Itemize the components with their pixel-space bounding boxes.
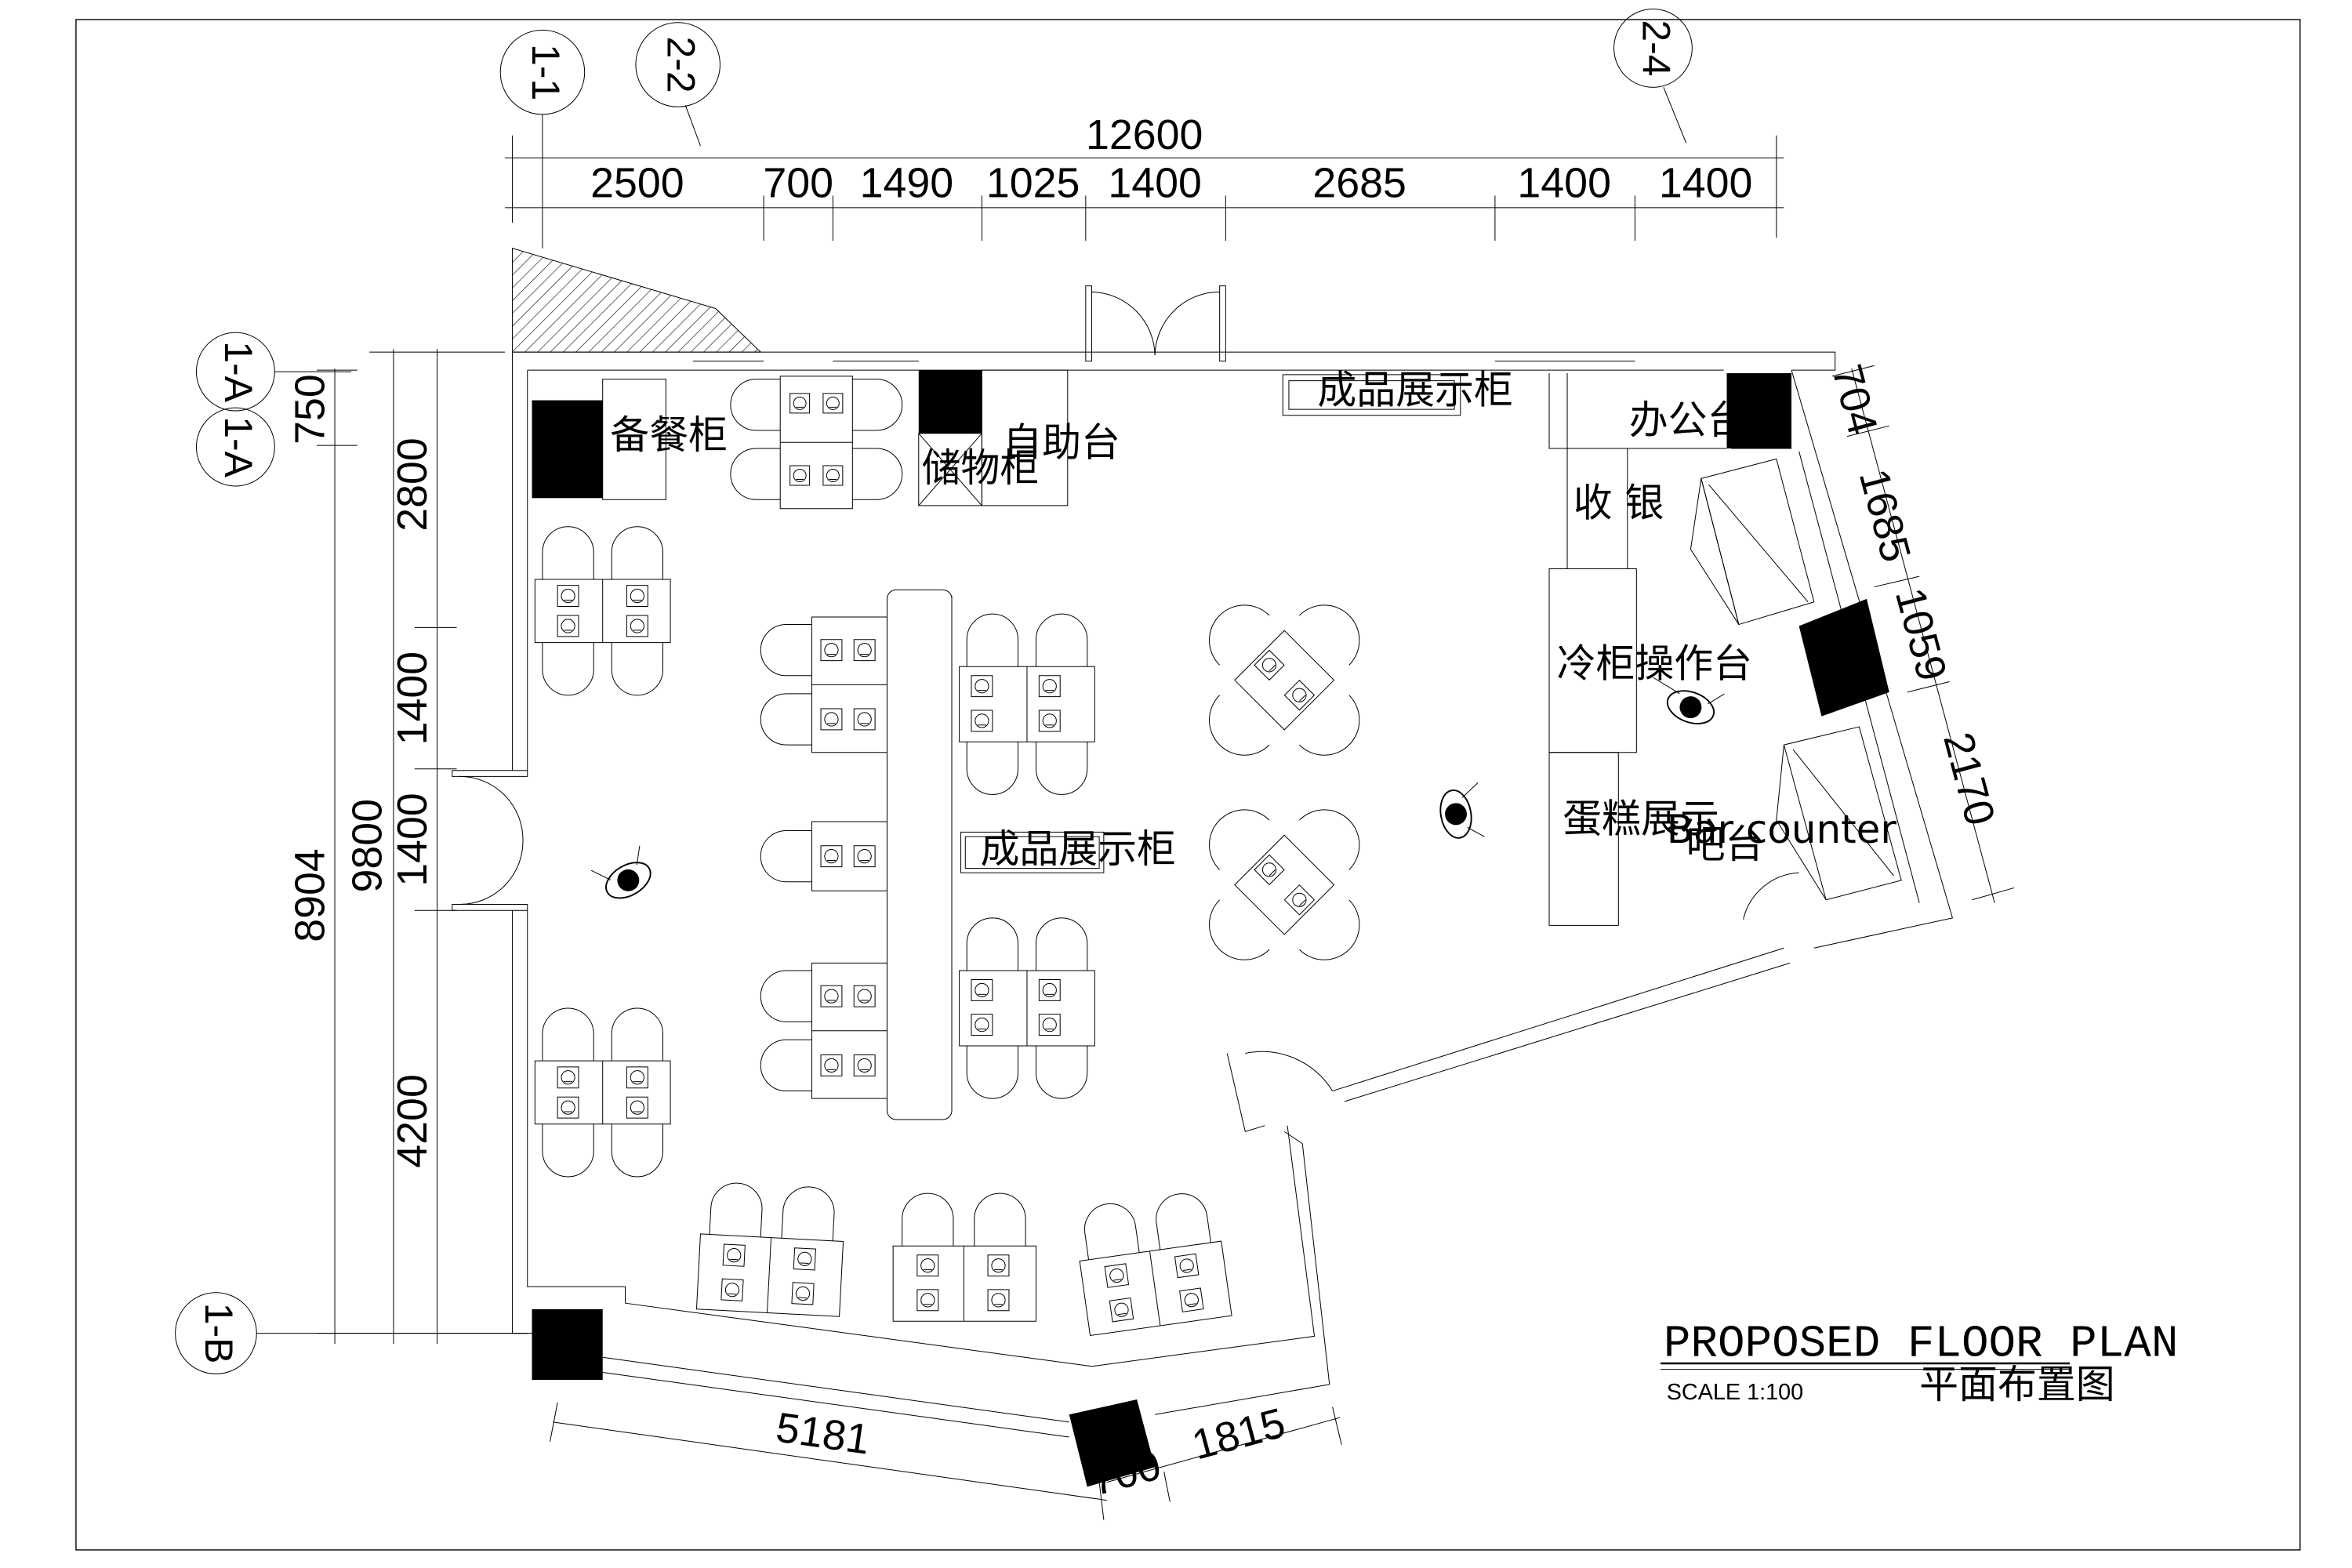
dim-left-outer: 8904 — [287, 848, 334, 942]
bottom-dimension-text: 5181 700 1815 — [773, 1399, 1290, 1505]
dim-right-seg-3: 1059 — [1886, 583, 1956, 686]
seating-layout — [535, 376, 1359, 1336]
right-dimension-lines — [1832, 365, 2014, 902]
doors — [452, 286, 1799, 1091]
top-dimension-lines — [505, 136, 1784, 241]
diamond-table-upper — [1210, 605, 1359, 755]
person-figure-bar — [1643, 670, 1725, 724]
dim-left-seg-5: 4200 — [389, 1074, 436, 1168]
dim-top-seg-4: 1025 — [986, 159, 1080, 206]
room-labels: 备餐柜 储物柜 自助台 成品展示柜 成品展示柜 办公台 收 银 冷柜操作台 蛋糕… — [610, 367, 1896, 871]
table-block-counter-right-1 — [960, 614, 1095, 794]
title-block: PROPOSED FLOOR PLAN SCALE 1:100 平面布置图 — [1661, 1319, 2178, 1407]
column-top-left — [532, 400, 603, 499]
title-cn-text: 平面布置图 — [1919, 1362, 2114, 1407]
top-dimension-text: 12600 2500 700 1490 1025 1400 2685 1400 … — [590, 111, 1752, 206]
label-display-top: 成品展示柜 — [1317, 367, 1512, 412]
grid-label-1-B: 1-B — [197, 1303, 241, 1364]
table-block-counter-left-2 — [760, 822, 887, 891]
fixtures — [603, 370, 1919, 1120]
table-block-top — [731, 376, 902, 509]
office-desk — [1549, 373, 1726, 448]
dim-left-inner: 9800 — [344, 799, 391, 893]
dim-right-seg-1: 704 — [1823, 360, 1886, 440]
dim-top-seg-6: 2685 — [1312, 159, 1406, 206]
table-block-counter-left-1 — [760, 617, 887, 753]
dim-top-seg-1: 2500 — [590, 159, 684, 206]
dim-top-seg-8: 1400 — [1659, 159, 1753, 206]
display-cabinet-center — [961, 832, 1104, 873]
dim-top-seg-2: 700 — [763, 159, 833, 206]
label-cake-display: 蛋糕展示 — [1563, 796, 1719, 841]
table-block-counter-left-3 — [760, 963, 887, 1098]
grid-label-2-4: 2-4 — [1634, 20, 1678, 76]
table-block-bottom-3 — [1073, 1189, 1232, 1336]
title-text: PROPOSED FLOOR PLAN — [1664, 1319, 2179, 1370]
prep-cabinet — [603, 379, 666, 500]
bar-display-1 — [1701, 459, 1814, 624]
dim-top-seg-5: 1400 — [1108, 159, 1202, 206]
column-storage — [918, 370, 982, 434]
column-right-mid — [1798, 598, 1889, 717]
bar-display-2 — [1784, 727, 1901, 900]
scale-text: SCALE 1:100 — [1667, 1380, 1803, 1405]
dim-left-seg-2: 2800 — [389, 437, 436, 532]
bottom-dimension-lines — [550, 1403, 1342, 1520]
grid-label-1-1: 1-1 — [524, 44, 568, 100]
left-dimension-lines — [317, 349, 528, 1344]
person-figure-center — [1439, 782, 1487, 839]
right-dimension-text: 704 1685 1059 2170 — [1823, 360, 2004, 830]
columns — [532, 370, 1889, 1487]
table-block-bottom-2 — [893, 1193, 1036, 1321]
column-bottom-mid — [1069, 1399, 1156, 1487]
cake-display — [1549, 753, 1618, 926]
label-prep-cabinet: 备餐柜 — [610, 412, 728, 458]
grid-label-2-2: 2-2 — [659, 36, 702, 93]
table-block-left-lower — [535, 1008, 670, 1177]
dim-right-seg-4: 2170 — [1934, 728, 2004, 830]
walls — [513, 249, 1953, 1437]
label-bar-counter-cn: 吧台 — [1686, 822, 1765, 867]
label-bar-counter-en: Bar counter — [1667, 807, 1897, 852]
dim-left-seg-3: 1400 — [389, 652, 436, 746]
label-office-desk: 办公台 — [1629, 397, 1747, 443]
self-service-counter — [982, 370, 1067, 506]
left-dimension-text: 8904 9800 750 2800 1400 1400 4200 — [287, 374, 437, 1167]
table-block-counter-right-2 — [960, 918, 1095, 1098]
column-office — [1726, 373, 1792, 448]
grid-bubble-labels: 1-1 2-2 2-4 1-A 1-A 1-B — [197, 20, 1678, 1363]
label-cashier: 收 银 — [1573, 480, 1664, 525]
grid-label-1-A-a: 1-A — [216, 341, 260, 402]
label-display-center: 成品展示柜 — [980, 826, 1175, 872]
label-storage-cabinet: 储物柜 — [922, 445, 1040, 491]
drawing-frame — [76, 20, 2300, 1550]
column-bottom-left — [532, 1308, 603, 1381]
label-self-service: 自助台 — [1003, 420, 1120, 466]
display-cabinet-top — [1283, 375, 1460, 416]
label-fridge-counter: 冷柜操作台 — [1557, 641, 1752, 687]
dim-bottom-seg-3: 1815 — [1187, 1399, 1290, 1469]
dim-bottom-seg-1: 5181 — [773, 1404, 873, 1464]
person-figure-left — [591, 844, 652, 899]
dim-right-seg-2: 1685 — [1850, 464, 1920, 567]
table-block-bottom-1 — [696, 1181, 846, 1316]
grid-label-1-A-b: 1-A — [216, 416, 260, 477]
people-figures — [591, 670, 1725, 899]
dim-top-seg-7: 1400 — [1517, 159, 1611, 206]
central-counter — [887, 590, 952, 1120]
dim-left-seg-1: 750 — [287, 374, 334, 445]
dim-left-seg-4: 1400 — [389, 793, 436, 887]
table-block-left-upper — [535, 527, 670, 695]
dim-top-seg-3: 1490 — [860, 159, 954, 206]
dim-top-total: 12600 — [1086, 111, 1203, 158]
diamond-table-lower — [1210, 810, 1359, 960]
